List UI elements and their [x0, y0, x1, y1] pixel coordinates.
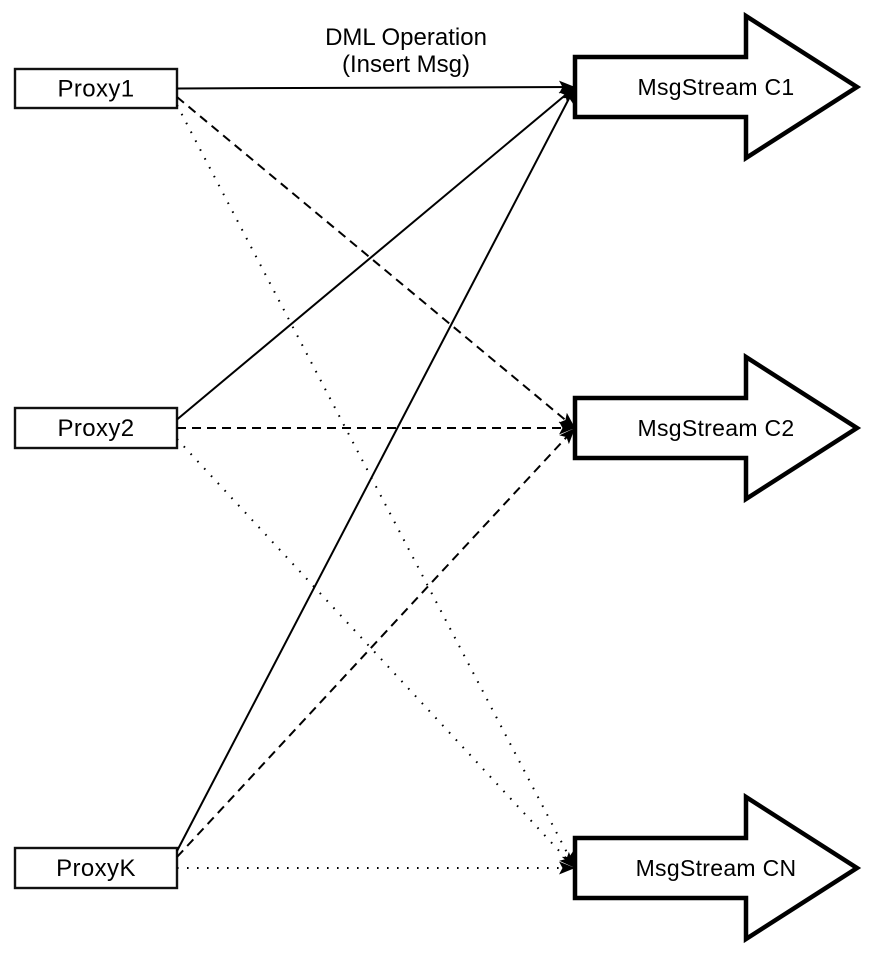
edge-proxy2-cn: [176, 438, 576, 869]
edge-proxyk-c1: [176, 86, 576, 852]
stream-node-cn: MsgStream CN: [572, 792, 862, 944]
proxy-rect: [13, 67, 179, 110]
proxy-label: Proxy2: [57, 415, 134, 442]
edge-proxy1-cn: [176, 104, 576, 869]
proxy-label: Proxy1: [57, 76, 134, 103]
stream-label: MsgStream C2: [638, 415, 795, 441]
edge-proxy1-c2: [176, 96, 576, 429]
stream-node-c2: MsgStream C2: [572, 352, 862, 504]
block-arrow-shape: [572, 352, 862, 504]
diagram-annotation-line1: DML Operation: [325, 24, 487, 51]
nodes-layer: MsgStream C1 MsgStream C2 MsgStream CN Prox…: [13, 11, 862, 944]
edge-proxy2-c1: [176, 86, 576, 421]
proxy-node-proxy1: Proxy1: [13, 67, 179, 110]
diagram-annotation-line2: (Insert Msg): [342, 51, 470, 78]
block-arrow-shape: [572, 11, 862, 163]
stream-node-c1: MsgStream C1: [572, 11, 862, 163]
stream-label: MsgStream C1: [638, 74, 795, 100]
edge-proxy1-c1: [176, 80, 576, 94]
proxy-label: ProxyK: [56, 855, 136, 882]
edge-proxyk-c2: [176, 427, 576, 858]
block-arrow-shape: [572, 792, 862, 944]
proxy-node-proxyk: ProxyK: [13, 846, 179, 890]
stream-label: MsgStream CN: [636, 855, 797, 881]
edges-layer: [176, 80, 576, 875]
proxy-node-proxy2: Proxy2: [13, 406, 179, 450]
